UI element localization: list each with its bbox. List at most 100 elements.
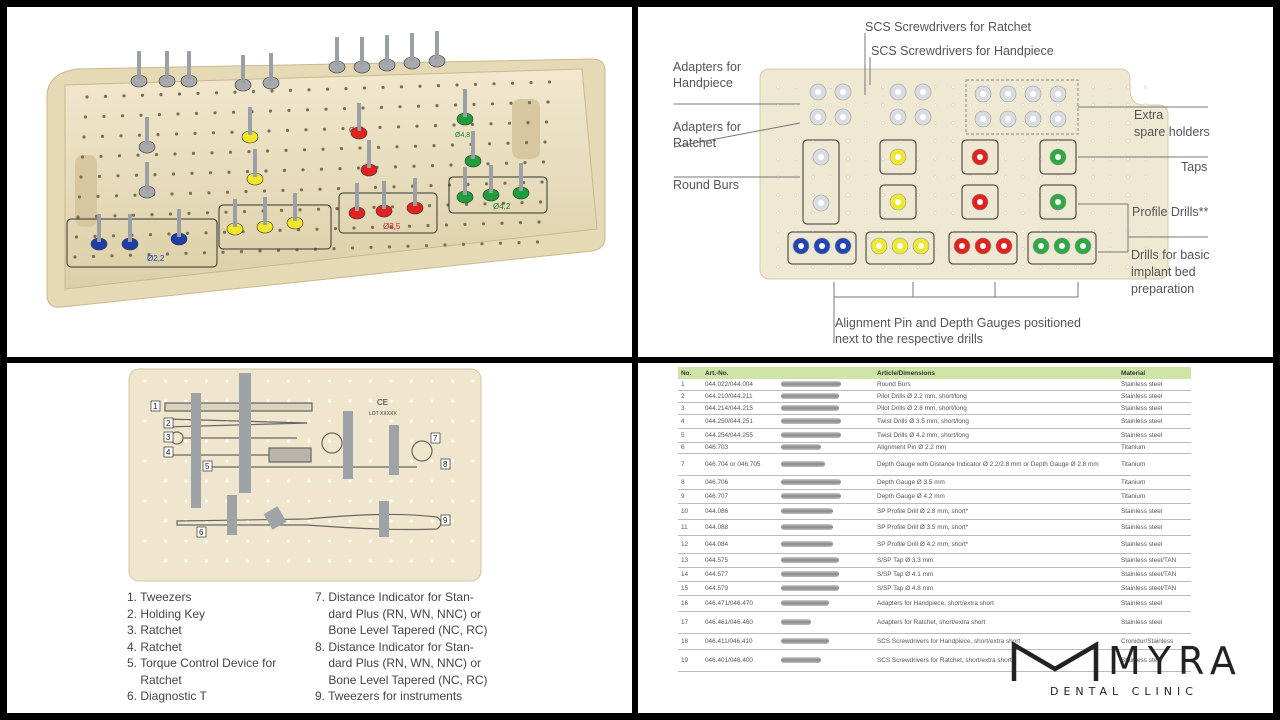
tray-3d-illustration: Ø2,2 Ø3,5 Ø4,2 Ø4,1 Ø4,8 — [46, 31, 606, 308]
tray-hole — [285, 128, 290, 132]
tray-hole — [1021, 175, 1025, 179]
cell-material: Stainless steel/TAN — [1118, 553, 1191, 568]
tray-hole — [933, 193, 938, 197]
tray-hole — [177, 92, 182, 96]
tray-hole — [369, 479, 372, 483]
cell-art-no: 044.088 — [702, 519, 778, 536]
instrument-shaft — [263, 197, 267, 225]
tray-hole — [131, 213, 136, 217]
tray-hole — [1091, 193, 1095, 197]
cell-material: Stainless steel — [1118, 390, 1191, 403]
tray-hole — [793, 85, 798, 89]
tray-hole — [471, 539, 475, 543]
tray-hole — [863, 265, 868, 269]
tray-hole — [481, 222, 486, 226]
tray-hole — [184, 251, 188, 255]
tray-hole — [933, 157, 938, 161]
tray-hole — [287, 479, 290, 483]
tray-hole — [776, 211, 780, 215]
tray-hole — [509, 101, 513, 105]
instrument-shaft — [463, 89, 467, 117]
instrument-image-cell — [778, 379, 874, 391]
tray-hole — [1126, 139, 1130, 143]
tray-hole — [369, 439, 372, 443]
label-drills-3: preparation — [1131, 282, 1195, 296]
tray-hole — [451, 479, 454, 483]
tray-hole — [484, 182, 489, 186]
label-scs-handpiece: SCS Screwdrivers for Handpiece — [871, 44, 1054, 58]
holder-circle-center — [980, 243, 986, 249]
tray-hole — [483, 202, 487, 206]
instrument-shaft — [253, 149, 257, 177]
tray-hole — [266, 379, 270, 383]
tray-hole — [287, 559, 290, 563]
tray-hole — [361, 106, 365, 110]
holder-circle-center — [959, 243, 965, 249]
instrument-shaft — [355, 183, 359, 211]
tray-hole — [1143, 103, 1148, 107]
cell-no: 4 — [678, 414, 702, 429]
tray-hole — [164, 559, 167, 563]
tray-hole — [1056, 211, 1060, 215]
tray-hole — [369, 399, 372, 403]
tray-hole — [523, 161, 527, 165]
tray-hole — [444, 223, 449, 227]
tray-hole — [190, 171, 194, 175]
tray-hole — [1021, 103, 1025, 107]
round-burs-box — [802, 139, 840, 225]
tray-number-label: 6 — [199, 528, 204, 537]
tray-hole — [968, 121, 973, 125]
tray-hole — [79, 175, 83, 179]
tray-hole — [164, 379, 167, 383]
cell-material: Stainless steel — [1118, 611, 1191, 634]
tray-hole — [245, 170, 250, 174]
tray-hole — [916, 139, 920, 143]
tray-hole — [328, 379, 331, 383]
tray-hole — [776, 229, 780, 233]
tray-hole — [898, 103, 903, 107]
tray-hole — [430, 379, 434, 383]
holder-circle-center — [1030, 116, 1036, 122]
tray-hole — [328, 559, 331, 563]
instrument-image — [781, 570, 839, 577]
holder-circle-center — [798, 243, 804, 249]
cell-no: 3 — [678, 402, 702, 415]
tray-hole — [302, 148, 307, 152]
instrument-shaft — [137, 51, 141, 79]
holder-circle-center — [1005, 91, 1011, 97]
tray-hole — [156, 133, 160, 137]
tray-hole — [1003, 175, 1008, 179]
tray-hole — [143, 499, 147, 503]
tray-hole — [846, 175, 850, 179]
tray-hole — [951, 121, 955, 125]
cell-art-no: 046.461/046.460 — [702, 611, 778, 634]
tray-hole — [951, 157, 955, 161]
ce-mark: CE — [377, 398, 388, 407]
cell-no: 13 — [678, 553, 702, 568]
tray-hole — [510, 81, 515, 85]
tray-hole — [205, 211, 210, 215]
instrument-image-cell — [778, 519, 874, 536]
tray-hole — [933, 139, 938, 143]
tray-hole — [287, 519, 290, 523]
holder-circle-center — [1055, 91, 1061, 97]
box-y2 — [879, 184, 917, 220]
tray-hole — [504, 161, 509, 165]
tray-hole — [150, 213, 154, 217]
tray-hole — [301, 168, 305, 172]
tray-hole — [342, 107, 347, 111]
tray-hole — [1143, 139, 1148, 143]
tray-hole — [265, 149, 270, 153]
tray-hole — [1091, 103, 1095, 107]
tray-hole — [387, 245, 392, 249]
holder-circle-center — [840, 89, 846, 95]
tray-hole — [1143, 193, 1148, 197]
tray-hole — [986, 211, 990, 215]
tray-hole — [113, 214, 117, 218]
tray-hole — [389, 419, 393, 423]
